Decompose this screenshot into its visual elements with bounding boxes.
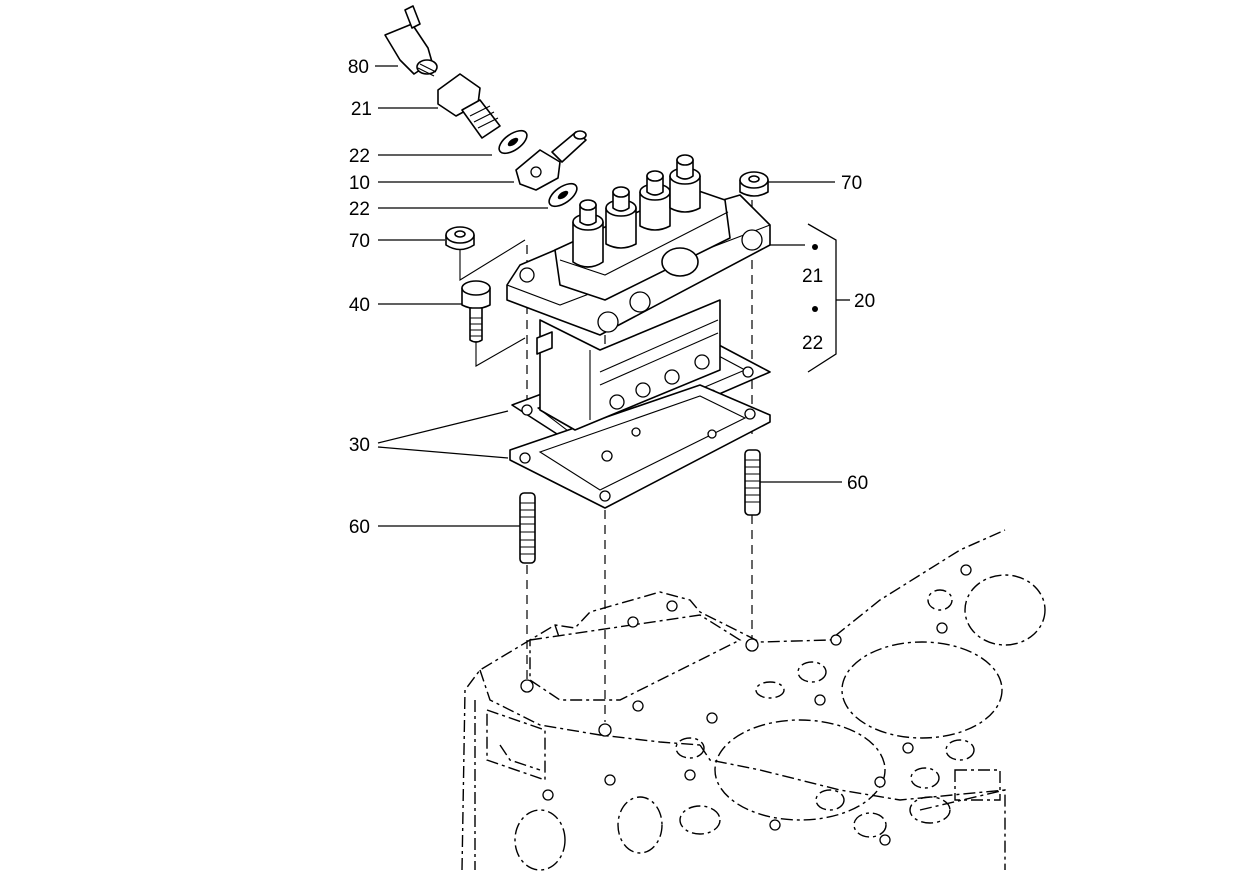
bleed-connector xyxy=(384,5,438,77)
banjo-bolt xyxy=(437,73,501,139)
callout-80: 80 xyxy=(348,57,369,78)
callout-60-left: 60 xyxy=(349,517,370,538)
washer-lower xyxy=(548,182,578,208)
leader-lines xyxy=(375,65,850,527)
callout-40: 40 xyxy=(349,295,370,316)
callout-10: 10 xyxy=(349,173,370,194)
callout-20-sub-22: 22 xyxy=(802,333,823,354)
delivery-valves xyxy=(572,154,701,268)
bolt xyxy=(461,280,491,343)
gasket-lower xyxy=(509,384,771,509)
nut-right xyxy=(739,171,769,197)
callout-20-sub-21: 21 xyxy=(802,266,823,287)
callout-30: 30 xyxy=(349,435,370,456)
callout-20: 20 xyxy=(854,291,875,312)
callout-22-lower: 22 xyxy=(349,199,370,220)
callout-22-upper: 22 xyxy=(349,146,370,167)
banjo-fitting xyxy=(515,130,587,191)
callout-70-right: 70 xyxy=(841,173,862,194)
callout-70-left: 70 xyxy=(349,231,370,252)
stud-left xyxy=(519,492,536,564)
stud-right xyxy=(744,449,761,516)
nut-left xyxy=(445,226,475,251)
callout-21: 21 xyxy=(351,99,372,120)
injection-pump xyxy=(506,154,771,431)
engine-block xyxy=(461,529,1046,871)
washer-upper xyxy=(498,129,528,155)
callout-60-right: 60 xyxy=(847,473,868,494)
